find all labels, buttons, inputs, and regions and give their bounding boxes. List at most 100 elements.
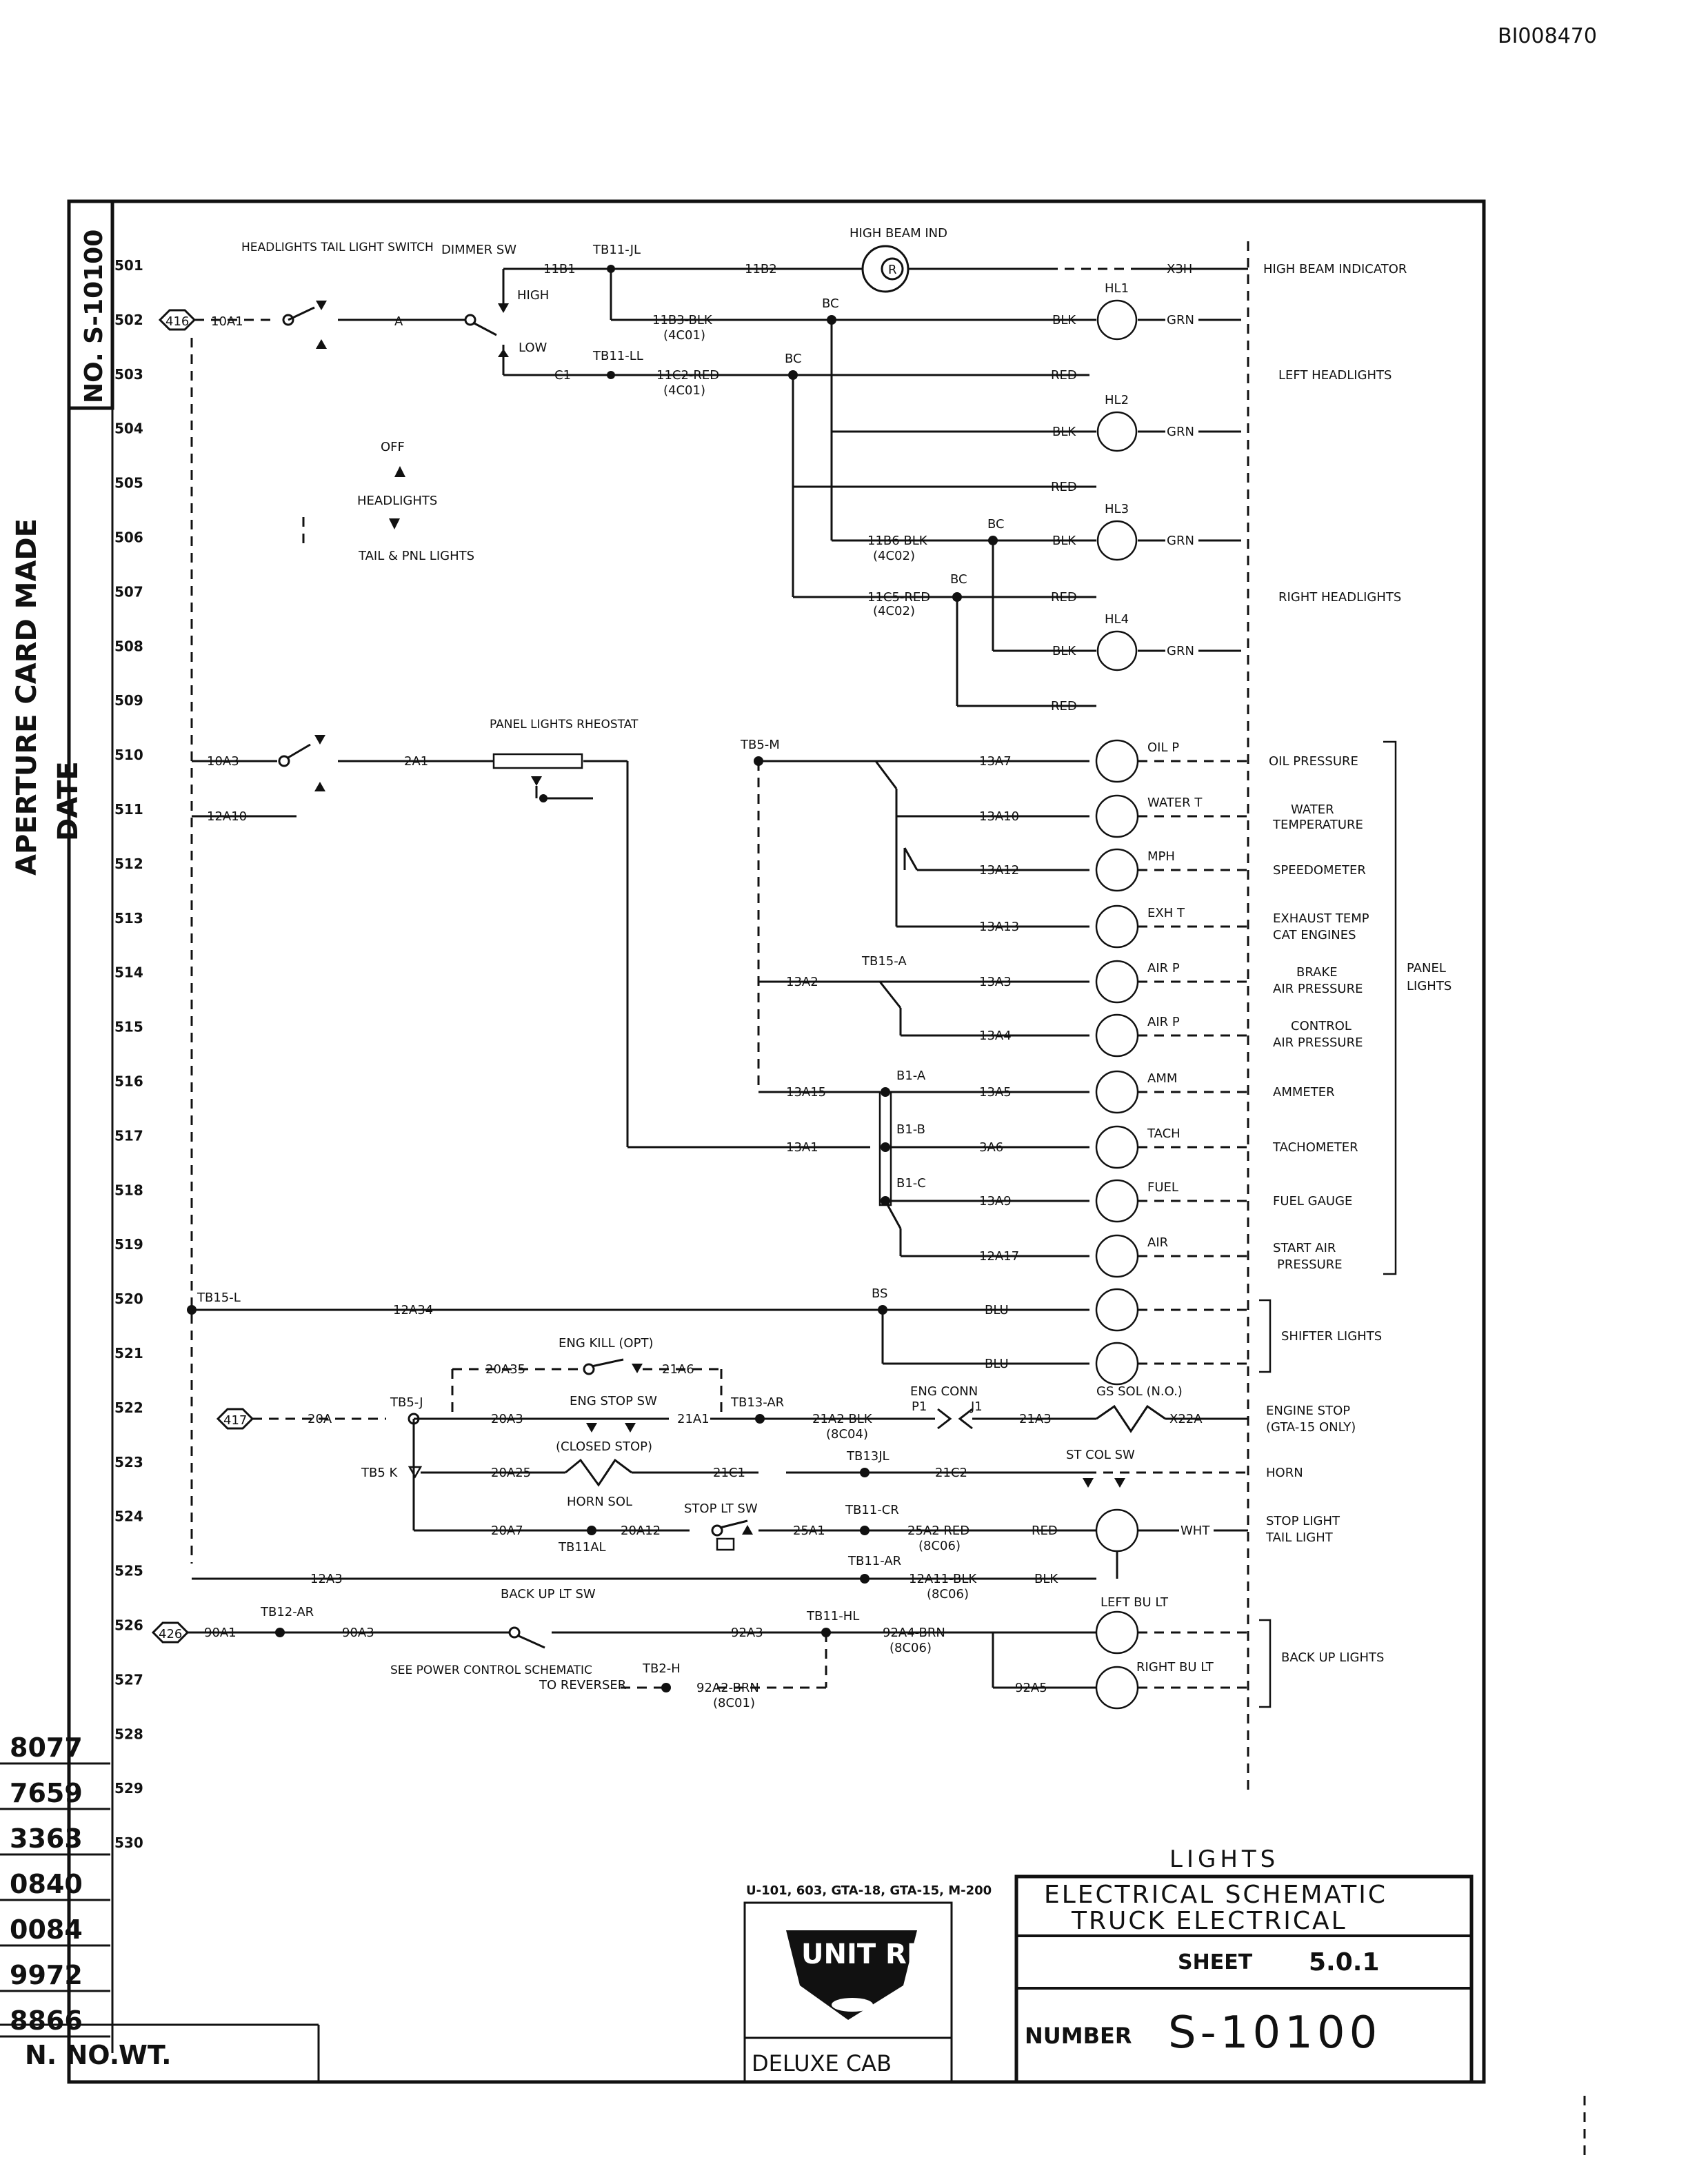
wire-13a13: 13A13 — [979, 920, 1019, 934]
title-block: LIGHTS U-101, 603, GTA-18, GTA-15, M-200… — [743, 1846, 1474, 2084]
side-number: 8866 — [10, 2005, 83, 2036]
red-2: RED — [1051, 480, 1077, 494]
blk-3: BLK — [1052, 534, 1076, 548]
gauge-label: TACH — [1147, 1126, 1180, 1141]
gauge-label: AIR — [1147, 1235, 1168, 1250]
side-number: 0840 — [10, 1869, 83, 1899]
hl4-lamp — [1096, 630, 1138, 671]
wire-92a3: 92A3 — [731, 1626, 763, 1640]
gauge-lamp — [1095, 1013, 1139, 1058]
label-oil: OIL PRESSURE — [1269, 754, 1358, 769]
wire-25a2: 25A2 RED — [907, 1524, 969, 1538]
wire-x22a: X22A — [1169, 1412, 1203, 1426]
label-high-beam: HIGH BEAM INDICATOR — [1263, 262, 1407, 276]
tb15a-label: TB15-A — [861, 954, 907, 969]
gauge-label: OIL P — [1147, 740, 1179, 755]
low-label: LOW — [519, 341, 547, 355]
gauge-label: AIR P — [1147, 1015, 1180, 1029]
line-number: 514 — [114, 964, 143, 981]
line-number: 507 — [114, 583, 143, 600]
wire-11b1: 11B1 — [543, 262, 576, 276]
blu-2: BLU — [985, 1357, 1009, 1371]
red-4: RED — [1051, 699, 1077, 714]
wire-8c04: (8C04) — [826, 1427, 868, 1442]
tb5j-label: TB5-J — [390, 1395, 423, 1410]
label-brake-1: BRAKE — [1296, 965, 1338, 980]
wire-10a1: 10A1 — [211, 314, 243, 329]
shifter-circuit: TB15-L 12A34 BS BLU BLU — [187, 1286, 1089, 1371]
line-number: 513 — [114, 910, 143, 927]
wire-a: A — [394, 314, 403, 329]
tb13ar-label: TB13-AR — [730, 1395, 784, 1410]
title-line2: TRUCK ELECTRICAL — [1071, 1907, 1347, 1935]
tb11al-label: TB11AL — [558, 1540, 606, 1555]
closed-stop-label: (CLOSED STOP) — [556, 1439, 652, 1454]
grn-3: GRN — [1167, 534, 1194, 548]
main-border — [67, 199, 1486, 2084]
bc-label-3: BC — [987, 517, 1005, 532]
document-id: BI008470 — [1498, 24, 1597, 48]
tb11ar-label: TB11-AR — [847, 1554, 901, 1568]
wire-3a6: 3A6 — [979, 1140, 1003, 1155]
wire-12a17: 12A17 — [979, 1249, 1019, 1264]
high-label: HIGH — [517, 288, 549, 303]
wire-13a9: 13A9 — [979, 1194, 1012, 1209]
hl2-label: HL2 — [1105, 393, 1129, 407]
wire-11b2: 11B2 — [745, 262, 777, 276]
stop-lt-sw-label: STOP LT SW — [684, 1502, 758, 1516]
wire-12a11: 12A11-BLK — [909, 1572, 977, 1586]
side-number: 7659 — [10, 1778, 83, 1808]
label-speedo: SPEEDOMETER — [1273, 863, 1366, 878]
line-number: 503 — [114, 366, 143, 383]
line-number-column: 5015025035045055065075085095105115125135… — [114, 257, 143, 1851]
line-number: 523 — [114, 1454, 143, 1470]
right-bu-lamp — [1095, 1666, 1139, 1710]
gauge-label: AMM — [1147, 1071, 1177, 1086]
wire-92a4: 92A4-BRN — [883, 1626, 945, 1640]
wire-p1: P1 — [912, 1399, 927, 1414]
logo-text: UNIT RIG — [801, 1939, 940, 1970]
line-number: 512 — [114, 856, 143, 872]
tb15l-label: TB15-L — [197, 1291, 241, 1305]
wire-4c02-a: (4C02) — [873, 549, 915, 563]
wire-x3h: X3H — [1167, 262, 1192, 276]
tb2h-label: TB2-H — [642, 1661, 681, 1676]
tb12ar-label: TB12-AR — [260, 1605, 314, 1619]
wire-90a1: 90A1 — [204, 1626, 237, 1640]
line-number: 521 — [114, 1345, 143, 1362]
wire-21a2: 21A2 BLK — [812, 1412, 873, 1426]
st-col-sw-label: ST COL SW — [1066, 1448, 1135, 1462]
gauge-label: EXH T — [1147, 906, 1185, 920]
hl1-lamp — [1096, 299, 1138, 341]
wire-21a3: 21A3 — [1019, 1412, 1052, 1426]
right-labels: HIGH BEAM INDICATOR LEFT HEADLIGHTS RIGH… — [1101, 262, 1451, 1708]
wire-8c06-c: (8C06) — [890, 1641, 932, 1655]
wire-21c2: 21C2 — [935, 1466, 967, 1480]
wire-21a1: 21A1 — [677, 1412, 710, 1426]
n-no-label: N. NO. — [25, 2040, 119, 2070]
gauge-lamp — [1095, 1125, 1139, 1169]
wire-20a3: 20A3 — [491, 1412, 523, 1426]
hl2-lamp — [1096, 411, 1138, 452]
bc-label-4: BC — [950, 572, 967, 587]
headlight-circuit: HEADLIGHTS TAIL LIGHT SWITCH 416 10A1 A … — [158, 226, 1248, 714]
eng-kill-label: ENG KILL (OPT) — [559, 1336, 653, 1351]
wire-13a3: 13A3 — [979, 975, 1012, 989]
label-water-2: TEMPERATURE — [1272, 818, 1363, 832]
wire-8c06-b: (8C06) — [927, 1587, 969, 1601]
line-number: 530 — [114, 1834, 143, 1851]
red-1: RED — [1051, 368, 1077, 383]
line-number: 518 — [114, 1182, 143, 1198]
line-number: 528 — [114, 1726, 143, 1742]
label-control-2: AIR PRESSURE — [1273, 1035, 1363, 1050]
dimmer-sw-label: DIMMER SW — [441, 243, 516, 257]
label-engine-stop-1: ENGINE STOP — [1266, 1404, 1350, 1418]
line-number: 524 — [114, 1508, 143, 1525]
wire-20a25: 20A25 — [491, 1466, 531, 1480]
wire-25a1: 25A1 — [793, 1524, 825, 1538]
wire-4c01-a: (4C01) — [663, 328, 705, 343]
see-power-label: SEE POWER CONTROL SCHEMATIC — [390, 1664, 592, 1677]
gauge-lamp — [1095, 904, 1139, 949]
red-stop: RED — [1032, 1524, 1058, 1538]
gauge-lamp — [1095, 1342, 1139, 1386]
